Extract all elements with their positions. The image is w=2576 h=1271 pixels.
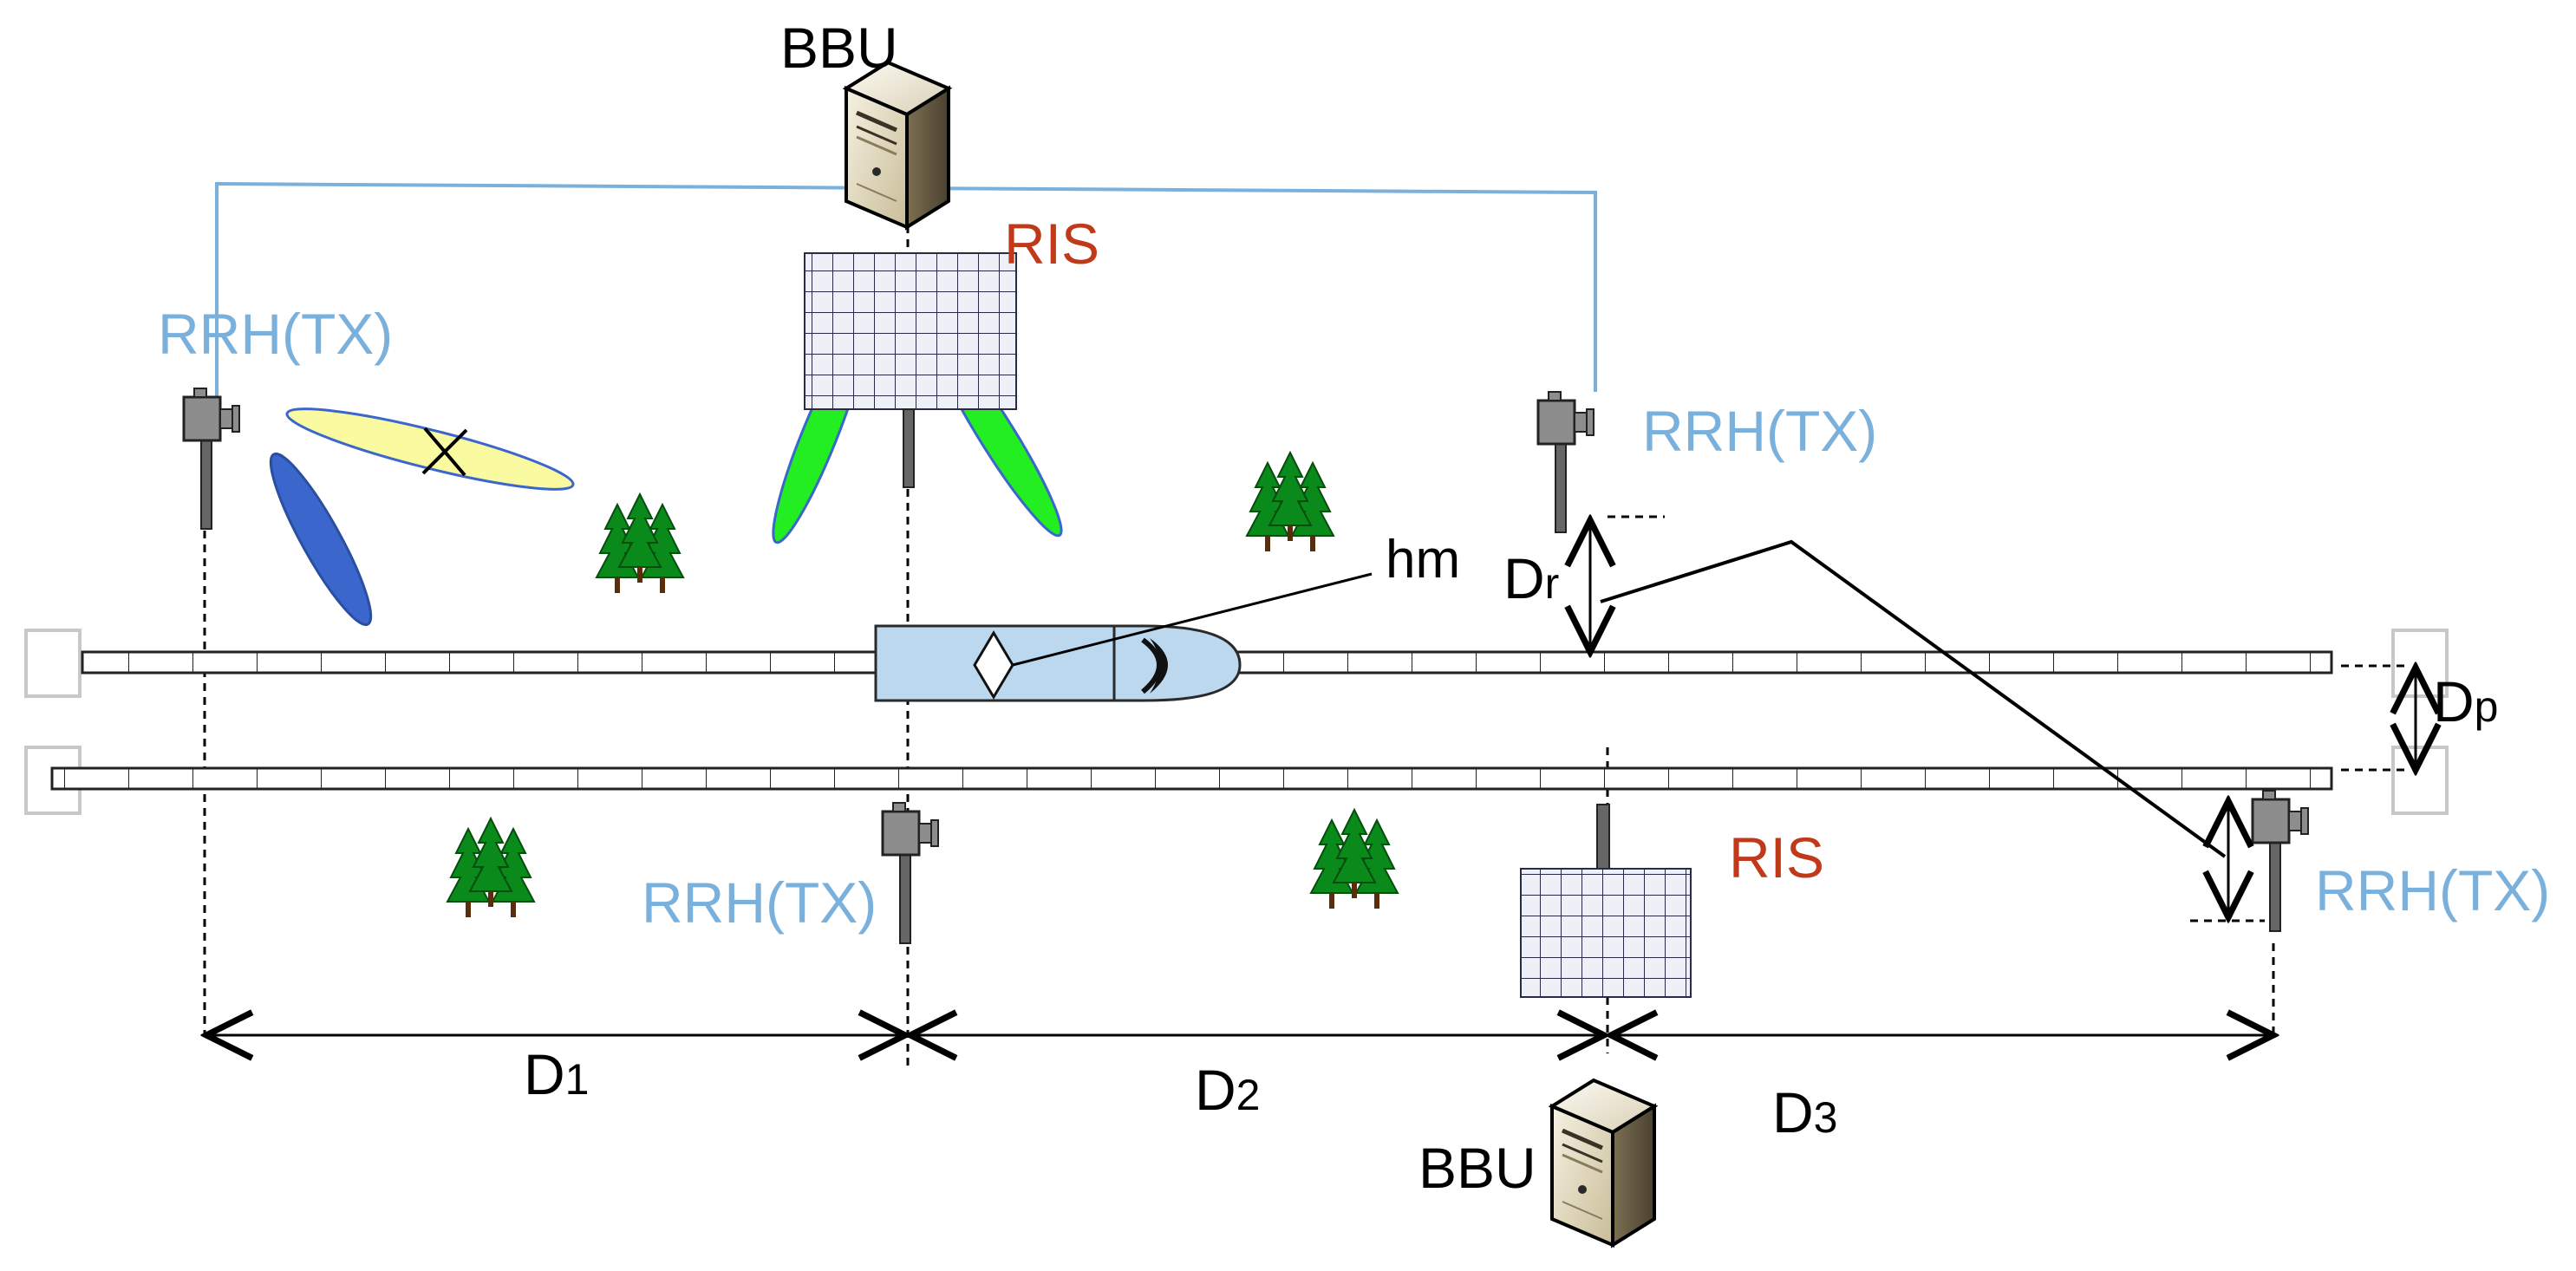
beam-blue [269,452,373,627]
rail-track-lower [50,766,2333,791]
dr-label: Dr [1503,546,1559,610]
blocked-x-icon [421,427,468,477]
d1-label: D1 [524,1042,589,1106]
bbu-label-top: BBU [780,16,898,80]
rrh-label-4: RRH(TX) [2315,858,2550,922]
server-tower-icon [846,62,949,227]
rrh-label-1: RRH(TX) [158,302,393,366]
bbu-label-bottom: BBU [1418,1136,1536,1200]
rrh-label-3: RRH(TX) [642,870,877,935]
ris-label-top: RIS [1004,212,1099,276]
ris-panel-top [804,252,1017,488]
server-tower-icon [1552,1080,1654,1245]
hm-label: hm [1386,530,1460,590]
d2-label: D2 [1195,1058,1260,1122]
radio-head-icon [182,387,241,531]
ris-panel-bottom [1520,804,1692,998]
radio-head-icon [1536,390,1595,534]
beam-yellow [285,407,575,491]
radio-head-icon [881,801,940,945]
rrh-label-2: RRH(TX) [1642,399,1877,463]
d3-label: D3 [1772,1080,1837,1144]
dimension-arrows [206,520,2416,1035]
propagation-path [1600,539,2227,858]
high-speed-train-icon [874,572,1373,702]
radio-head-icon [2251,789,2310,933]
ris-label-bottom: RIS [1729,825,1824,890]
reference-lines [203,225,2406,1066]
dp-label: Dp [2433,669,2498,733]
